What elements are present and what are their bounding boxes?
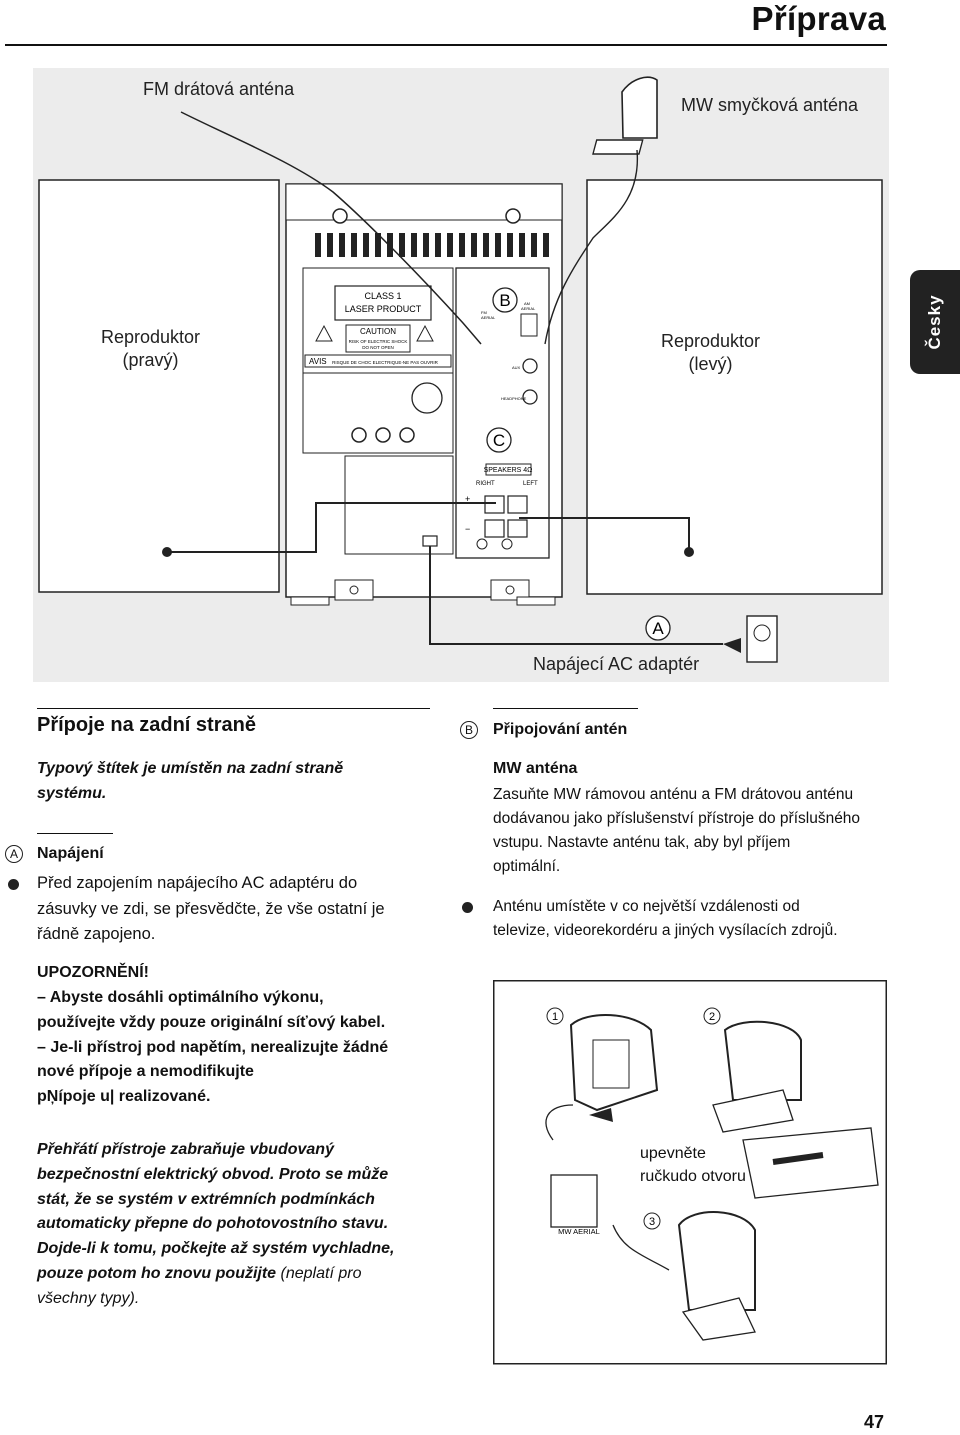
laser-label [334, 285, 432, 321]
adapter-cable [429, 546, 723, 645]
mw-antenna-label: MW smyčková anténa [681, 95, 859, 115]
loop-antenna-icon [723, 1020, 802, 1101]
mw-antenna-heading: MW anténa [493, 760, 578, 777]
power-text: Před zapojením napájecího AC adaptéru do… [37, 874, 385, 944]
step-3-marker [643, 1212, 661, 1230]
overheat-note: Přehřátí přístroje zabraňuje vbudovaný b… [37, 1138, 437, 1312]
loop-antenna-icon [677, 1211, 756, 1311]
mw-loop-antenna-icon [621, 76, 658, 139]
dc-in-socket [422, 535, 438, 547]
language-tab: Česky [910, 270, 960, 374]
svg-text:2: 2 [709, 1011, 715, 1023]
svg-text:HEADPHONE: HEADPHONE [501, 396, 527, 401]
svg-text:C: C [493, 431, 505, 450]
connection-diagram: CLASS 1 LASER PRODUCT CAUTION RISK OF EL… [33, 68, 889, 682]
aux-socket [522, 358, 538, 374]
do-not-open-text: DO NOT OPEN [362, 345, 393, 350]
speaker-terminals [484, 495, 528, 538]
overheat-note-bold: Přehřátí přístroje zabraňuje vbudovaný b… [37, 1141, 395, 1282]
plug-icon [723, 638, 741, 653]
warning-text: – Abyste dosáhli optimálního výkonu, pou… [37, 989, 389, 1106]
marker-a-label: A [5, 845, 23, 863]
marker-c [486, 427, 512, 453]
title-rule [5, 44, 887, 46]
marker-b [492, 287, 518, 313]
page-title: Příprava [751, 0, 886, 37]
fm-wire-antenna [180, 111, 482, 345]
fm-antenna-label: FM drátová anténa [143, 79, 295, 99]
step-2-marker [703, 1007, 721, 1025]
right-speaker-wire [167, 502, 496, 553]
marker-b-label: B [460, 721, 478, 739]
svg-text:AERIAL: AERIAL [481, 315, 496, 320]
svg-text:B: B [499, 291, 510, 310]
marker-a [645, 615, 671, 641]
svg-text:3: 3 [649, 1216, 655, 1228]
speaker-left [586, 179, 883, 595]
speakers-label: SPEAKERS 4Ω [484, 467, 533, 474]
warning-triangle-icon [315, 324, 333, 342]
step-1-marker [546, 1007, 564, 1025]
svg-text:+: + [465, 494, 470, 504]
connection-diagram-drawing: CLASS 1 LASER PRODUCT CAUTION RISK OF EL… [38, 76, 883, 663]
svg-text:FM: FM [481, 310, 487, 315]
antenna-section-title: Připojování antén [493, 721, 628, 738]
svg-text:A: A [652, 619, 664, 638]
warning-triangle-icon [416, 324, 434, 342]
svg-text:LEFT: LEFT [523, 481, 538, 487]
arrow-icon [589, 1108, 613, 1122]
fix-instruction: upevněte ručkudo otvoru [640, 1145, 746, 1186]
headphone-socket [522, 389, 538, 405]
bullet [462, 902, 473, 913]
svg-text:1: 1 [552, 1011, 558, 1023]
antenna-assembly-figure: 1 2 3 MW AERIAL [493, 980, 887, 1365]
speaker-right-label: Reproduktor (pravý) [101, 327, 201, 371]
caution-text: CAUTION [360, 327, 396, 336]
svg-text:AERIAL: AERIAL [521, 306, 536, 311]
mw-antenna-text: Zasuňte MW rámovou anténu a FM drátovou … [493, 786, 861, 876]
mw-antenna-cable [544, 149, 639, 345]
speaker-right [38, 179, 280, 593]
bullet [8, 879, 19, 890]
mw-aerial-label: MW AERIAL [558, 1227, 600, 1236]
overheat-note-tail: (neplatí pro všechny typy). [37, 1264, 362, 1307]
svg-text:AUX: AUX [512, 365, 521, 370]
vent-slots [315, 233, 549, 257]
speaker-left-label: Reproduktor (levý) [661, 331, 761, 375]
warning-title: UPOZORNĚNÍ! [37, 964, 149, 981]
laser-product-text: LASER PRODUCT [345, 304, 422, 314]
am-aerial-socket [520, 313, 538, 337]
svg-text:AM: AM [524, 301, 530, 306]
mw-aerial-socket [550, 1174, 598, 1228]
wall-outlet-icon [746, 615, 778, 663]
avis-text: AVIS [309, 357, 327, 366]
language-tab-label: Česky [925, 294, 944, 350]
type-plate-note: Typový štítek je umístěn na zadní straně… [37, 760, 344, 802]
svg-text:−: − [465, 524, 470, 534]
antenna-placement-text: Anténu umístěte v co největší vzdálenost… [493, 898, 838, 940]
svg-text:RIGHT: RIGHT [476, 481, 495, 487]
adapter-label: Napájecí AC adaptér [533, 654, 700, 674]
laser-class-text: CLASS 1 [364, 291, 401, 301]
page-number: 47 [864, 1412, 885, 1432]
shock-text: RISK OF ELECTRIC SHOCK [349, 339, 408, 344]
left-speaker-wire [519, 517, 690, 550]
power-heading: Napájení [37, 845, 104, 862]
section-title-rear-connections: Přípoje na zadní straně [37, 714, 256, 736]
avis-warning-text: RISQUE DE CHOC ELECTRIQUE-NE PAS OUVRIR [332, 360, 438, 365]
